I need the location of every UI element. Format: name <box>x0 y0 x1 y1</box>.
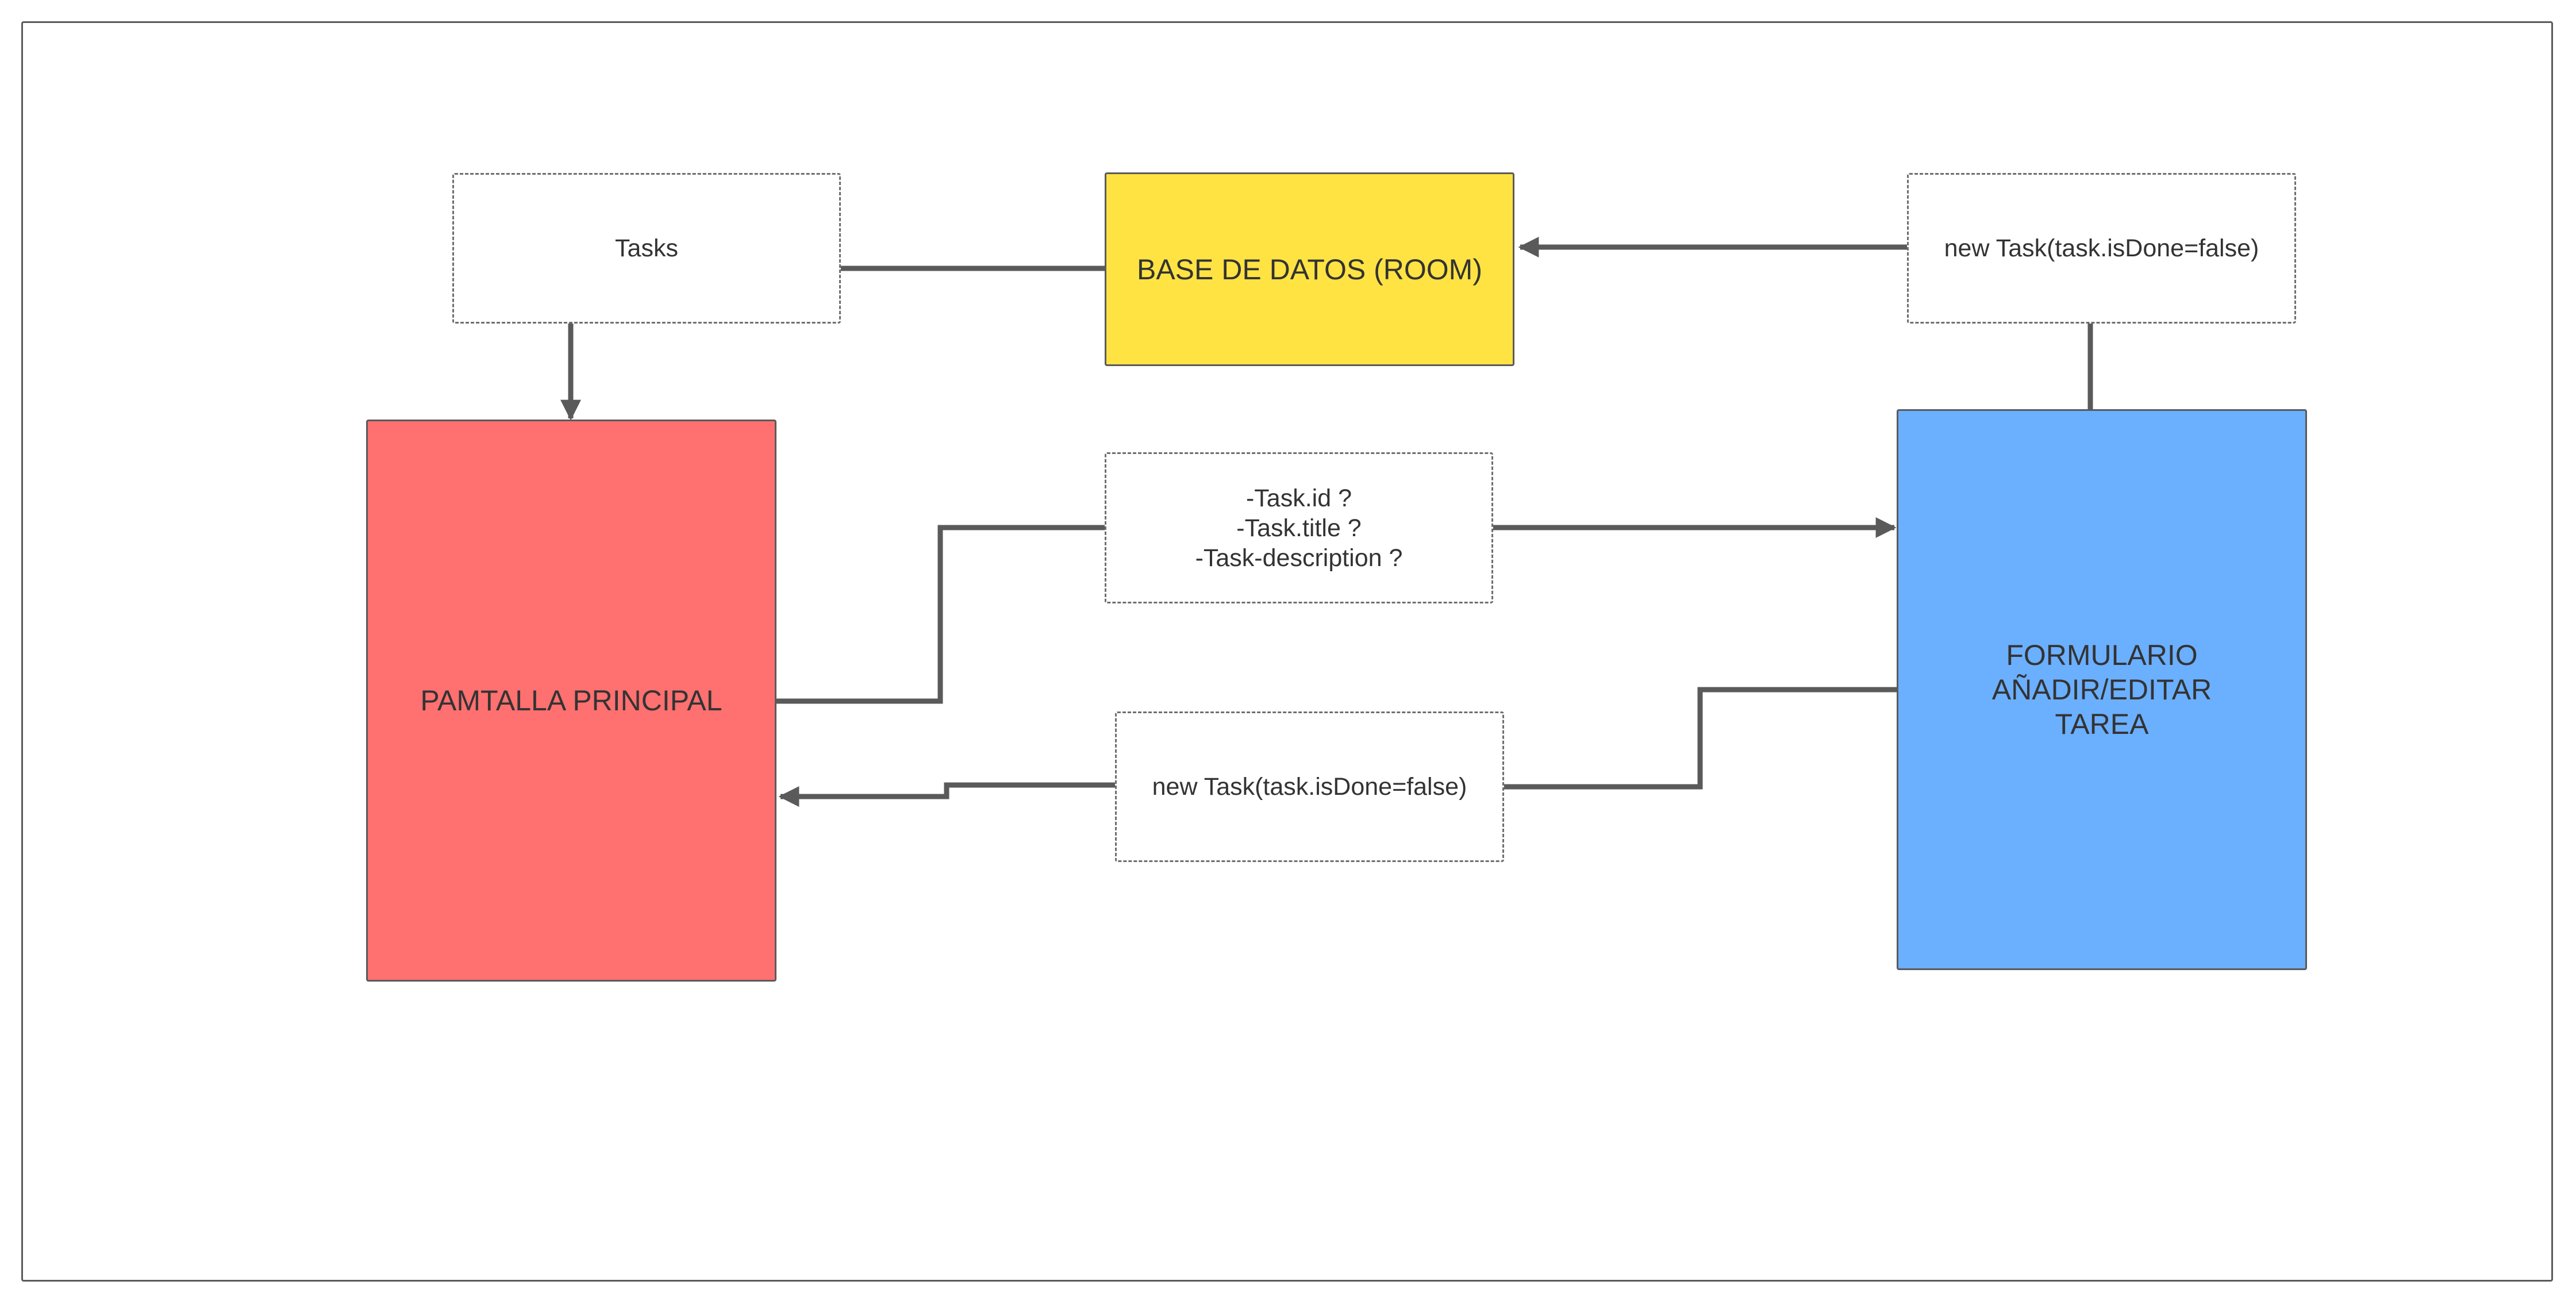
connector-mainscreen-params <box>776 525 1105 704</box>
database-node: BASE DE DATOS (ROOM) <box>1105 172 1514 366</box>
new-task-top-node: new Task(task.isDone=false) <box>1907 173 2296 324</box>
diagram-frame <box>21 21 2553 1282</box>
tasks-label: Tasks <box>615 234 678 262</box>
form-label: FORMULARIO AÑADIR/EDITAR TAREA <box>1991 639 2212 740</box>
connector-form-newtask <box>1504 687 1897 790</box>
new-task-top-label: new Task(task.isDone=false) <box>1944 234 2259 262</box>
main-screen-node: PAMTALLA PRINCIPAL <box>366 420 776 982</box>
task-params-label: -Task.id ? -Task.title ? -Task-descripti… <box>1195 484 1403 572</box>
task-params-node: -Task.id ? -Task.title ? -Task-descripti… <box>1105 452 1493 603</box>
tasks-node: Tasks <box>452 173 841 324</box>
main-screen-label: PAMTALLA PRINCIPAL <box>420 684 722 717</box>
database-label: BASE DE DATOS (ROOM) <box>1136 253 1482 286</box>
form-node: FORMULARIO AÑADIR/EDITAR TAREA <box>1897 409 2307 970</box>
new-task-bottom-label: new Task(task.isDone=false) <box>1152 773 1467 801</box>
connector-newtask-mainscreen <box>778 782 1115 807</box>
new-task-bottom-node: new Task(task.isDone=false) <box>1115 711 1504 862</box>
